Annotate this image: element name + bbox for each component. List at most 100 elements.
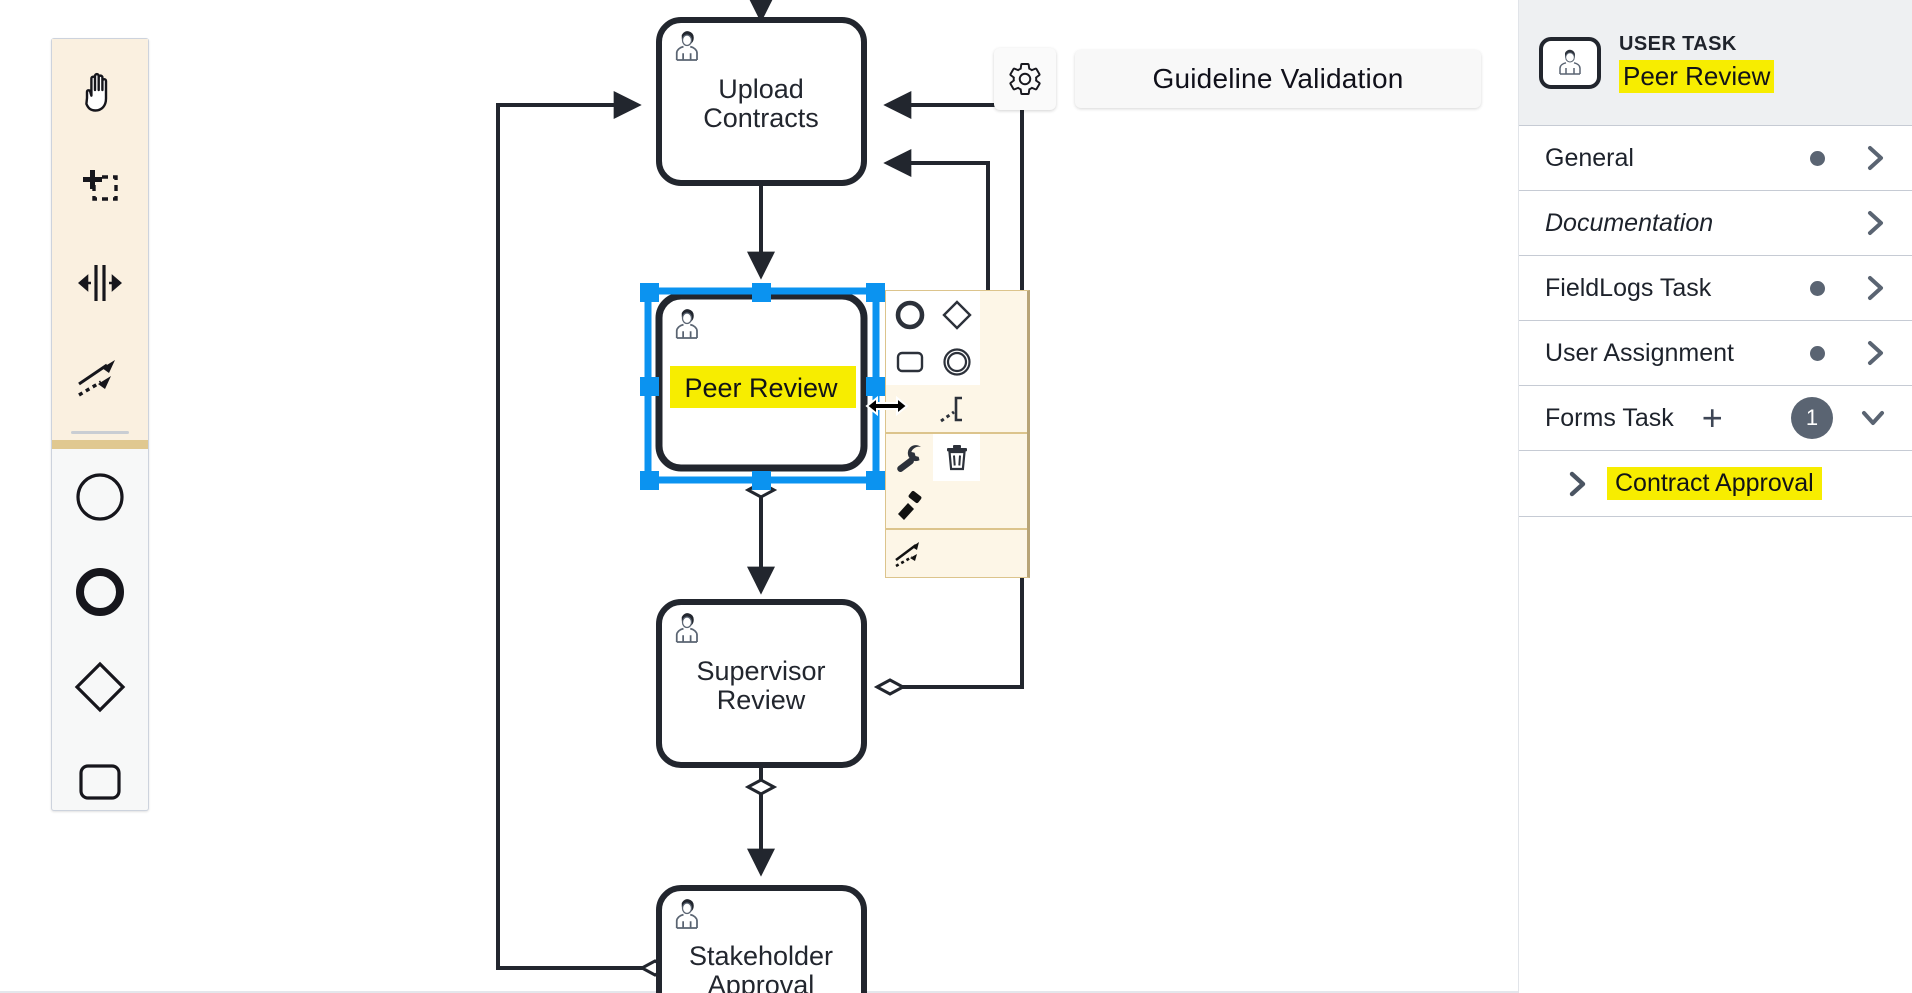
palette-task[interactable] [52,734,148,829]
property-group-fieldlogs-task[interactable]: FieldLogs Task [1519,256,1912,321]
element-kind-label: USER TASK [1619,32,1737,55]
property-group-label: FieldLogs Task [1545,273,1712,302]
properties-header: USER TASK Peer Review [1519,0,1912,126]
chevron-right-icon [1865,339,1887,367]
diamond-icon [74,661,126,712]
context-pad-delete[interactable] [933,434,980,481]
status-dot [1810,280,1825,296]
handle-n[interactable] [752,283,771,302]
user-task-icon [675,309,698,339]
node-label-highlight [670,366,856,408]
context-pad[interactable] [885,290,1030,578]
node-label: Supervisor [696,656,825,686]
double-circle-icon [942,347,971,376]
edge-diamond-supervisor-right [873,678,907,696]
context-pad-spacer [980,385,1027,432]
context-pad-connect[interactable] [886,530,933,577]
user-task-icon [675,31,698,61]
element-palette[interactable] [51,38,149,811]
property-group-label: User Assignment [1545,338,1734,367]
chevron-down-icon[interactable] [1859,407,1887,429]
palette-gateway[interactable] [52,639,148,734]
connect-arrows-icon [78,359,115,396]
circle-thick-icon [895,300,924,329]
edge-diamond-supervisor-bottom [744,778,778,796]
forms-count-badge: 1 [1791,397,1833,439]
forms-task-item-contract-approval[interactable]: Contract Approval [1519,451,1912,517]
palette-shapes-group [52,449,148,829]
form-item-label: Contract Approval [1607,467,1822,500]
handle-e[interactable] [866,377,885,396]
context-pad-spacer [886,385,933,432]
guideline-validation-label: Guideline Validation [1152,63,1404,94]
trash-icon [946,444,967,470]
property-group-forms-task[interactable]: Forms Task + 1 [1519,386,1912,451]
element-name-label: Peer Review [1619,59,1775,93]
edge-stakeholder-loop-to-upload [496,91,655,970]
property-group-label: Forms Task [1545,403,1674,432]
node-stakeholder-approval[interactable]: Stakeholder Approval [656,885,867,993]
palette-connect-tool[interactable] [52,330,148,425]
context-pad-append-intermediate-event[interactable] [933,338,980,385]
palette-lasso-tool[interactable] [52,140,148,235]
property-group-general[interactable]: General [1519,126,1912,191]
context-pad-change-type[interactable] [886,434,933,481]
node-label: Contracts [703,103,819,133]
context-pad-group-append [886,291,1027,434]
lasso-select-icon [83,169,118,201]
chevron-right-icon[interactable] [1567,470,1589,498]
handle-w[interactable] [640,377,659,396]
palette-end-event[interactable] [52,544,148,639]
rounded-rect-icon [79,763,121,800]
palette-separator [71,431,129,434]
rounded-rect-icon [896,351,923,372]
node-supervisor-review[interactable]: Supervisor Review [656,599,867,768]
connect-arrows-icon [894,541,919,567]
user-task-icon [675,899,698,929]
context-pad-set-color[interactable] [886,481,933,528]
handle-nw[interactable] [640,283,659,302]
context-pad-append-end-event[interactable] [886,291,933,338]
handle-s[interactable] [752,471,771,490]
context-pad-spacer [980,291,1027,338]
node-upload-contracts[interactable]: Upload Contracts [656,17,867,186]
palette-tools-group [52,39,148,449]
palette-start-event[interactable] [52,449,148,544]
paintbrush-icon [897,490,921,520]
node-label: Approval [708,970,815,993]
chevron-right-icon [1865,209,1887,237]
guideline-validation-chip[interactable]: Guideline Validation [1075,50,1481,108]
palette-hand-tool[interactable] [52,45,148,140]
handle-sw[interactable] [640,471,659,490]
property-group-user-assignment[interactable]: User Assignment [1519,321,1912,386]
hand-icon [85,72,108,112]
context-pad-spacer [980,434,1027,481]
context-pad-append-task[interactable] [886,338,933,385]
context-pad-spacer [980,338,1027,385]
settings-button[interactable] [994,48,1056,110]
resize-handles [640,283,885,490]
status-dot [1810,150,1825,166]
properties-panel[interactable]: USER TASK Peer Review General Documentat… [1518,0,1912,993]
context-pad-append-gateway[interactable] [933,291,980,338]
context-pad-append-text-annotation[interactable] [933,385,980,432]
user-task-icon [675,613,698,643]
property-group-label: Documentation [1545,208,1714,237]
property-group-documentation[interactable]: Documentation [1519,191,1912,256]
user-glyph [1559,49,1581,75]
add-form-button[interactable]: + [1701,397,1723,438]
wrench-icon [896,444,921,472]
palette-space-tool[interactable] [52,235,148,330]
chevron-right-icon [1865,144,1887,172]
node-label: Stakeholder [689,941,833,971]
user-task-icon [1539,36,1601,89]
context-pad-spacer [933,530,980,577]
chevron-right-icon [1865,274,1887,302]
handle-se[interactable] [866,471,885,490]
status-dot [1810,345,1825,361]
context-pad-spacer [980,481,1027,528]
property-group-label: General [1545,143,1634,172]
handle-ne[interactable] [866,283,885,302]
